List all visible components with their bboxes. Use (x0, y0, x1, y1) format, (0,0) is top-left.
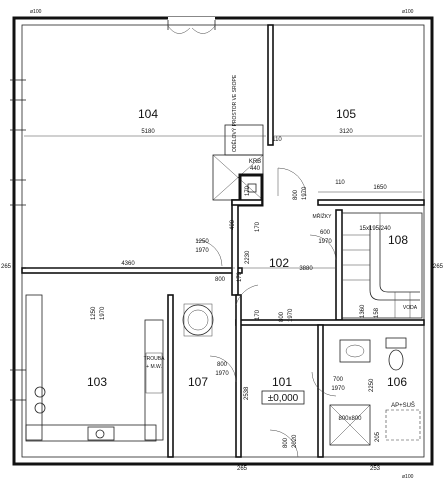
room-102-label: 102 (269, 256, 289, 270)
vdim-2230: 2230 (245, 250, 251, 264)
stairs-spec: 15x195/240 (359, 226, 391, 232)
room-101-label: 101 (272, 375, 292, 389)
top-double-door (167, 17, 216, 34)
vdim-1250: 1250 (91, 306, 97, 320)
vdim-800-a: 800 (293, 189, 299, 200)
vdim-800-c: 800 (279, 311, 285, 322)
vdim-158: 158 (374, 307, 380, 318)
dim-265-right: 265 (433, 264, 444, 270)
dim-4360: 4360 (121, 261, 135, 267)
label-trouba: TROUBA (144, 356, 166, 362)
chimney-label: ODĚLOVÝ PROSTOR VE SROPE (230, 74, 238, 152)
dim-1650: 1650 (373, 185, 387, 191)
room-108-label: 108 (388, 233, 408, 247)
mark-top-right: ø100 (402, 9, 414, 15)
kitchen-counters (25, 294, 164, 442)
dim-253: 253 (370, 466, 381, 472)
dim-700: 700 (333, 377, 344, 383)
staircase (341, 212, 423, 319)
vdim-400: 400 (230, 219, 236, 230)
dim-1970-a: 1970 (195, 248, 209, 254)
vdim-1970-a: 1970 (302, 186, 308, 200)
label-ap-sus: AP+SUŠ (391, 402, 415, 409)
dim-1970-c: 1970 (331, 386, 345, 392)
dim-1970-b: 1970 (318, 239, 332, 245)
mark-bottom-right: ø100 (402, 474, 414, 480)
dim-3120: 3120 (339, 129, 353, 135)
label-mw: + M.W. (146, 364, 162, 370)
vdim-170-b: 170 (255, 221, 261, 232)
vdim-1970-b: 1970 (100, 306, 106, 320)
left-windows (10, 79, 26, 401)
bathroom-fixtures (329, 337, 421, 446)
vdim-2020: 2020 (292, 434, 298, 448)
dim-800-b: 800 (217, 362, 228, 368)
vdim-170-d: 170 (255, 309, 261, 320)
dim-265-left: 265 (1, 264, 12, 270)
dimension-lines (24, 135, 422, 269)
fireplace (212, 124, 264, 207)
dim-800-a: 800 (215, 277, 226, 283)
level-mark: ±0,000 (268, 393, 299, 404)
room-103-label: 103 (87, 375, 107, 389)
vdim-2250: 2250 (369, 378, 375, 392)
dim-1250: 1250 (195, 239, 209, 245)
wall-104-105 (267, 24, 274, 146)
vdim-1970-c: 1970 (288, 308, 294, 322)
dim-110-a: 110 (272, 137, 282, 143)
central-walls (21, 199, 425, 458)
vdim-800-d: 800 (283, 437, 289, 448)
dim-5180: 5180 (141, 129, 155, 135)
shower-size: 800x800 (338, 416, 362, 422)
room-107-label: 107 (188, 375, 208, 389)
vdim-2538: 2538 (244, 386, 250, 400)
vdim-170-c: 170 (237, 271, 243, 282)
dim-600: 600 (320, 230, 331, 236)
boiler (182, 303, 214, 337)
level-box (261, 390, 305, 405)
vdim-170-a: 170 (245, 185, 251, 196)
label-mrizky: MŘÍŽKY (313, 212, 333, 220)
dim-1970-d: 1970 (215, 371, 229, 377)
door-swings (195, 167, 337, 458)
dim-265-bottom: 265 (237, 466, 248, 472)
label-krb: KRB (249, 159, 261, 165)
label-voda: VODA (403, 305, 418, 311)
dim-110-b: 110 (335, 180, 345, 186)
dim-3880: 3880 (299, 266, 313, 272)
outer-walls (12, 16, 434, 466)
dim-440: 440 (250, 166, 261, 172)
room-105-label: 105 (336, 107, 356, 121)
room-104-label: 104 (138, 107, 158, 121)
vdim-205: 205 (375, 431, 381, 442)
vdim-1360: 1360 (360, 304, 366, 318)
room-106-label: 106 (387, 375, 407, 389)
mark-top-left: ø100 (30, 9, 42, 15)
